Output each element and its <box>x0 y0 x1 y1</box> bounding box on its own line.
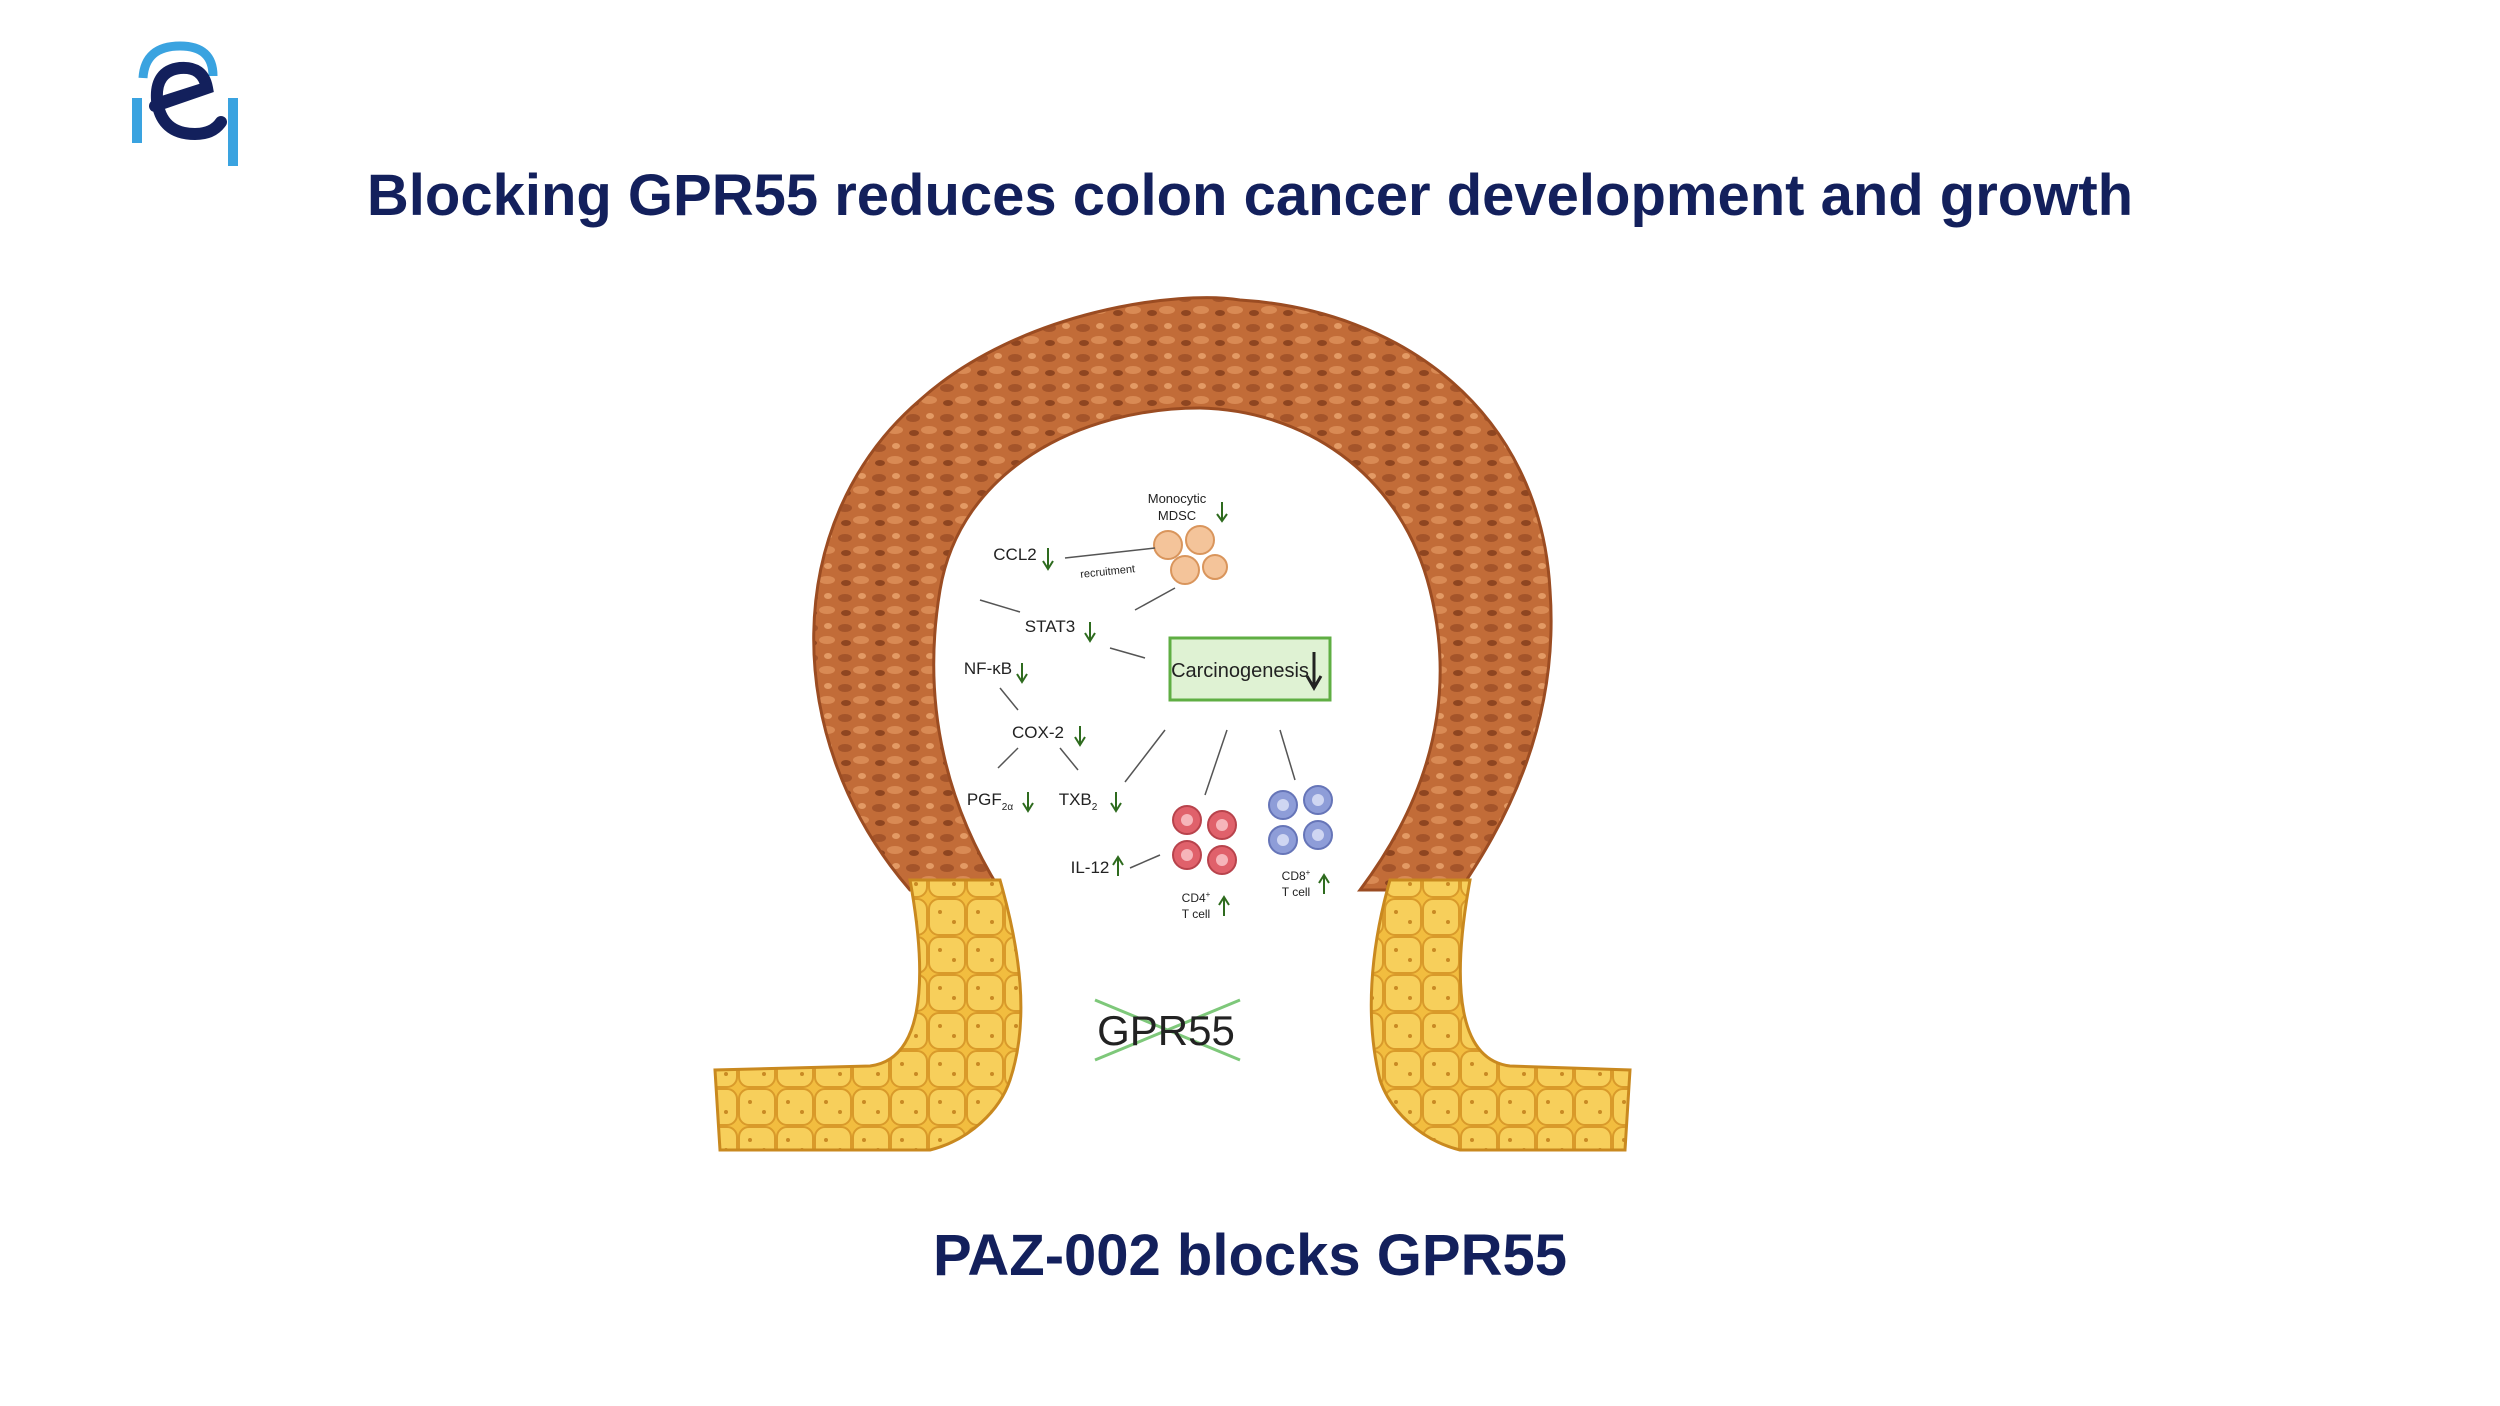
gpr55-blocked-cross-icon <box>1094 998 1241 1062</box>
txb-to-carcinogenesis-arrow <box>1124 729 1166 783</box>
txb-down-arrow-icon <box>1110 792 1122 813</box>
cox2-down-arrow-icon <box>1074 726 1086 747</box>
slide-title: Blocking GPR55 reduces colon cancer deve… <box>366 163 2134 228</box>
monocytic-label: Monocytic <box>1148 491 1207 506</box>
pgf-label: PGF2α <box>967 790 1014 813</box>
cd8-up-arrow-icon <box>1318 873 1330 894</box>
mdsc-label: MDSC <box>1158 508 1196 523</box>
cox2-label: COX-2 <box>1012 723 1064 742</box>
arrow-to-stat3 <box>979 599 1021 613</box>
cd4-label: CD4+ <box>1182 890 1211 905</box>
ccl2-to-mdsc-arrow <box>1064 547 1156 559</box>
cd4-t-cell-label: T cell <box>1182 907 1210 921</box>
carcinogenesis-label: Carcinogenesis <box>1171 660 1309 682</box>
stat3-down-arrow-icon <box>1084 622 1096 643</box>
company-logo <box>132 41 238 166</box>
mdsc-to-stat3-arrow <box>1134 587 1176 611</box>
mdsc-down-arrow-icon <box>1216 502 1228 523</box>
epithelium-right <box>1369 878 1632 1152</box>
nfkb-down-arrow-icon <box>1016 663 1028 684</box>
il12-to-cd4-arrow <box>1129 854 1161 869</box>
nfkb-label: NF-κB <box>964 659 1012 678</box>
cox2-to-txb-arrow <box>1059 747 1079 771</box>
recruitment-label: recruitment <box>1080 563 1136 581</box>
il12-up-arrow-icon <box>1112 855 1124 876</box>
stat3-label: STAT3 <box>1025 617 1075 636</box>
ccl2-down-arrow-icon <box>1042 548 1054 571</box>
cd4-up-arrow-icon <box>1218 895 1230 916</box>
il12-label: IL-12 <box>1071 858 1110 877</box>
colon-crypt-diagram: Monocytic MDSC CCL2 recruitment STAT3 Ca… <box>713 296 1632 1152</box>
cd8-t-cell-label: T cell <box>1282 885 1310 899</box>
carcinogenesis-box <box>1168 636 1332 702</box>
nfkb-to-cox2-arrow <box>999 687 1019 711</box>
mdsc-cells <box>1153 525 1228 585</box>
cd4-to-carcinogenesis-arrow <box>1204 729 1228 796</box>
cox2-to-pgf-arrow <box>997 747 1019 769</box>
pgf-down-arrow-icon <box>1022 792 1034 813</box>
cd8-to-carcinogenesis-arrow <box>1279 729 1296 781</box>
epithelium-left <box>713 878 1023 1152</box>
gpr55-receptor-label: GPR55 <box>1097 1007 1235 1054</box>
tumor-tissue <box>812 296 1553 892</box>
slide-caption: PAZ-002 blocks GPR55 <box>933 1223 1567 1288</box>
txb-label: TXB2 <box>1059 790 1098 813</box>
stat3-to-carcinogenesis-arrow <box>1109 647 1146 659</box>
cd8-label: CD8+ <box>1282 868 1311 883</box>
carcinogenesis-down-arrow-icon <box>1305 652 1323 691</box>
ccl2-label: CCL2 <box>993 545 1036 564</box>
